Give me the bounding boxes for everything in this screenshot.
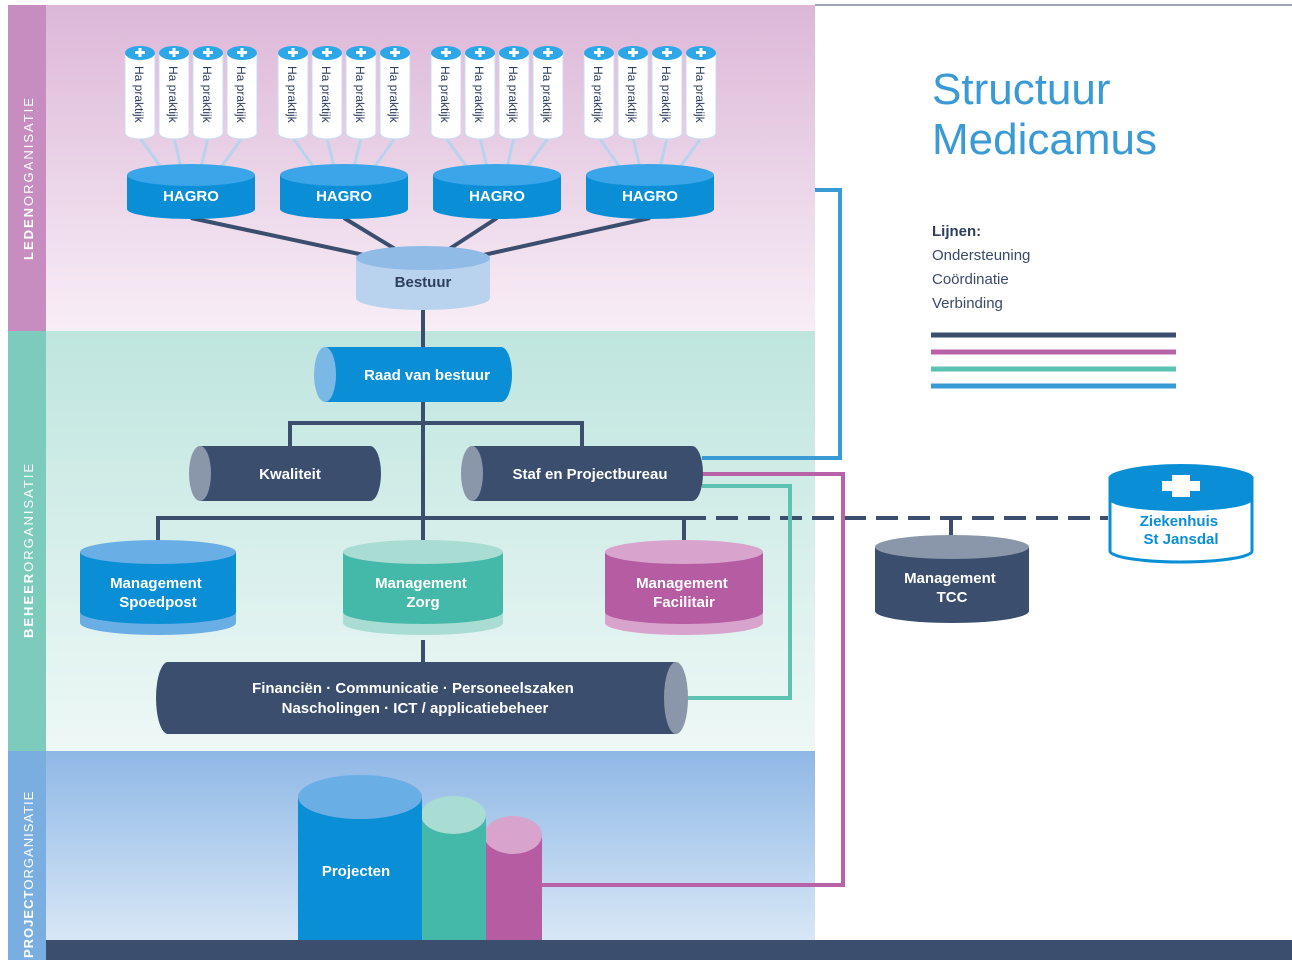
beheer-tab bbox=[8, 331, 46, 751]
ha-praktijk-cylinder: Ha praktijk bbox=[430, 46, 462, 140]
ha-praktijk-label: Ha praktijk bbox=[353, 66, 367, 124]
mgmt-zorg-line2: Zorg bbox=[406, 594, 439, 611]
leden-tab bbox=[8, 5, 46, 331]
mgmt-tcc-line2: TCC bbox=[937, 589, 968, 606]
ha-praktijk-label: Ha praktijk bbox=[132, 66, 146, 124]
ha-praktijk-label: Ha praktijk bbox=[591, 66, 605, 124]
mgmt-spoedpost-line1: Management bbox=[110, 575, 202, 592]
legend-lines bbox=[931, 332, 1176, 389]
ha-praktijk-label: Ha praktijk bbox=[438, 66, 452, 124]
legend-item-coordinatie: Coördinatie bbox=[932, 271, 1009, 288]
hagro-group: HAGRO HAGRO HAGRO HAGRO bbox=[127, 164, 714, 219]
legend-item-verbinding: Verbinding bbox=[932, 295, 1003, 312]
ziekenhuis-node: Ziekenhuis St Jansdal bbox=[1108, 464, 1254, 564]
legend-heading: Lijnen: bbox=[932, 223, 982, 240]
ha-praktijk-group: Ha praktijk Ha praktijk Ha praktijk Ha prak… bbox=[124, 46, 717, 140]
ha-praktijk-label: Ha praktijk bbox=[234, 66, 248, 124]
ha-praktijk-cylinder: Ha praktijk bbox=[617, 46, 649, 140]
title-line2: Medicamus bbox=[932, 115, 1157, 164]
cross-icon bbox=[1162, 475, 1200, 497]
support-line2: Nascholingen · ICT / applicatiebeheer bbox=[282, 700, 549, 717]
mgmt-facilitair-line1: Management bbox=[636, 575, 728, 592]
hagro-node: HAGRO bbox=[586, 164, 714, 219]
ha-praktijk-cylinder: Ha praktijk bbox=[192, 46, 224, 140]
svg-text:Financiën · Communicatie · Per: Financiën · Communicatie · Personeelszak… bbox=[252, 680, 578, 717]
footer-bar bbox=[46, 940, 1292, 960]
bestuur-label: Bestuur bbox=[395, 274, 452, 291]
ziekenhuis-line2: St Jansdal bbox=[1143, 531, 1218, 548]
ha-praktijk-cylinder: Ha praktijk bbox=[532, 46, 564, 140]
ha-praktijk-label: Ha praktijk bbox=[285, 66, 299, 124]
hagro-label: HAGRO bbox=[622, 188, 678, 205]
kwaliteit-node: Kwaliteit bbox=[189, 446, 381, 501]
ha-praktijk-label: Ha praktijk bbox=[166, 66, 180, 124]
ha-praktijk-cylinder: Ha praktijk bbox=[498, 46, 530, 140]
ha-praktijk-cylinder: Ha praktijk bbox=[311, 46, 343, 140]
svg-text:Ziekenhuis St Jansdal: Ziekenhuis St Jansdal bbox=[1140, 513, 1223, 548]
ha-praktijk-cylinder: Ha praktijk bbox=[583, 46, 615, 140]
beheer-tab-label: BEHEERORGANISATIE bbox=[21, 462, 36, 638]
ha-praktijk-cylinder: Ha praktijk bbox=[345, 46, 377, 140]
hagro-node: HAGRO bbox=[280, 164, 408, 219]
bestuur-node: Bestuur bbox=[356, 246, 490, 310]
ha-praktijk-cylinder: Ha praktijk bbox=[651, 46, 683, 140]
ha-praktijk-label: Ha praktijk bbox=[387, 66, 401, 124]
mgmt-facilitair-node: Management Facilitair bbox=[605, 540, 763, 635]
ha-praktijk-cylinder: Ha praktijk bbox=[379, 46, 411, 140]
support-node: Financiën · Communicatie · Personeelszak… bbox=[156, 662, 688, 734]
mgmt-zorg-node: Management Zorg bbox=[343, 540, 503, 635]
staf-label: Staf en Projectbureau bbox=[512, 466, 667, 483]
leden-tab-label: LEDENORGANISATIE bbox=[21, 96, 36, 260]
svg-text:Management Zorg: Management Zorg bbox=[375, 575, 471, 611]
raad-van-bestuur-node: Raad van bestuur bbox=[314, 347, 512, 402]
svg-text:Management Spoedpost: Management Spoedpost bbox=[110, 575, 206, 611]
ha-praktijk-cylinder: Ha praktijk bbox=[277, 46, 309, 140]
ha-praktijk-cylinder: Ha praktijk bbox=[124, 46, 156, 140]
ha-praktijk-label: Ha praktijk bbox=[625, 66, 639, 124]
ha-praktijk-label: Ha praktijk bbox=[540, 66, 554, 124]
projecten-label: Projecten bbox=[322, 863, 390, 880]
project-tab-label: PROJECTORGANISATIE bbox=[21, 791, 36, 958]
hagro-node: HAGRO bbox=[433, 164, 561, 219]
connector-lines bbox=[138, 137, 1108, 887]
mgmt-tcc-line1: Management bbox=[904, 570, 996, 587]
ha-praktijk-label: Ha praktijk bbox=[693, 66, 707, 124]
ziekenhuis-line1: Ziekenhuis bbox=[1140, 513, 1218, 530]
support-line1: Financiën · Communicatie · Personeelszak… bbox=[252, 680, 574, 697]
mgmt-zorg-line1: Management bbox=[375, 575, 467, 592]
projecten-node: Projecten bbox=[298, 775, 542, 940]
mgmt-spoedpost-line2: Spoedpost bbox=[119, 594, 197, 611]
mgmt-spoedpost-node: Management Spoedpost bbox=[80, 540, 236, 635]
mgmt-tcc-node: Management TCC bbox=[875, 535, 1029, 623]
ha-praktijk-label: Ha praktijk bbox=[472, 66, 486, 124]
hagro-label: HAGRO bbox=[163, 188, 219, 205]
ha-praktijk-label: Ha praktijk bbox=[319, 66, 333, 124]
ha-praktijk-cylinder: Ha praktijk bbox=[685, 46, 717, 140]
title-line1: Structuur bbox=[932, 65, 1111, 114]
project-tab bbox=[8, 751, 46, 960]
staf-node: Staf en Projectbureau bbox=[461, 446, 703, 501]
mgmt-facilitair-line2: Facilitair bbox=[653, 594, 715, 611]
ha-praktijk-label: Ha praktijk bbox=[659, 66, 673, 124]
svg-text:Management TCC: Management TCC bbox=[904, 570, 1000, 606]
ha-praktijk-label: Ha praktijk bbox=[200, 66, 214, 124]
legend-item-ondersteuning: Ondersteuning bbox=[932, 247, 1031, 264]
ha-praktijk-label: Ha praktijk bbox=[506, 66, 520, 124]
ha-praktijk-cylinder: Ha praktijk bbox=[158, 46, 190, 140]
ha-praktijk-cylinder: Ha praktijk bbox=[226, 46, 258, 140]
ha-praktijk-cylinder: Ha praktijk bbox=[464, 46, 496, 140]
hagro-label: HAGRO bbox=[469, 188, 525, 205]
svg-text:Management Facilitair: Management Facilitair bbox=[636, 575, 732, 611]
hagro-label: HAGRO bbox=[316, 188, 372, 205]
hagro-node: HAGRO bbox=[127, 164, 255, 219]
kwaliteit-label: Kwaliteit bbox=[259, 466, 321, 483]
raad-label: Raad van bestuur bbox=[364, 367, 490, 384]
